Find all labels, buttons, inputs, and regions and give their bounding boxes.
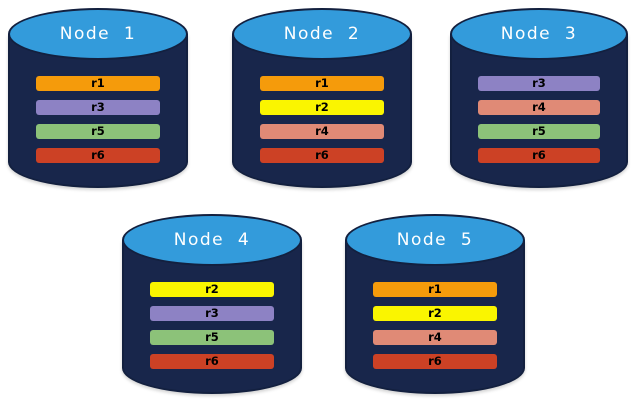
replica-bar-r4[interactable]: r4 (478, 100, 600, 115)
replica-list: r3 r4 r5 r6 (450, 76, 628, 163)
node-label: Node 2 (283, 24, 361, 44)
node-label: Node 4 (173, 230, 251, 250)
replica-bar-r2[interactable]: r2 (373, 306, 497, 321)
replica-bar-r6[interactable]: r6 (373, 354, 497, 369)
replica-list: r1 r3 r5 r6 (8, 76, 188, 163)
replica-bar-r1[interactable]: r1 (373, 282, 497, 297)
node-label: Node 1 (59, 24, 137, 44)
node-label: Node 3 (500, 24, 578, 44)
cylinder-top-ellipse (232, 8, 412, 60)
database-node-1[interactable]: Node 1 r1 r3 r5 r6 (8, 8, 188, 188)
cylinder-top-ellipse (450, 8, 628, 60)
replica-list: r1 r2 r4 r6 (345, 282, 525, 369)
replica-bar-r5[interactable]: r5 (478, 124, 600, 139)
replica-bar-r3[interactable]: r3 (150, 306, 274, 321)
replica-bar-r2[interactable]: r2 (260, 100, 384, 115)
cylinder-top-ellipse (345, 214, 525, 266)
replica-bar-r3[interactable]: r3 (36, 100, 160, 115)
replica-bar-r3[interactable]: r3 (478, 76, 600, 91)
replica-bar-r1[interactable]: r1 (260, 76, 384, 91)
cylinder-top-ellipse (122, 214, 302, 266)
replica-list: r2 r3 r5 r6 (122, 282, 302, 369)
replica-bar-r6[interactable]: r6 (36, 148, 160, 163)
replica-bar-r1[interactable]: r1 (36, 76, 160, 91)
database-node-2[interactable]: Node 2 r1 r2 r4 r6 (232, 8, 412, 188)
replica-bar-r2[interactable]: r2 (150, 282, 274, 297)
replica-list: r1 r2 r4 r6 (232, 76, 412, 163)
replica-bar-r5[interactable]: r5 (36, 124, 160, 139)
replica-bar-r4[interactable]: r4 (260, 124, 384, 139)
replica-bar-r6[interactable]: r6 (478, 148, 600, 163)
cylinder-top-ellipse (8, 8, 188, 60)
database-node-4[interactable]: Node 4 r2 r3 r5 r6 (122, 214, 302, 394)
replica-bar-r5[interactable]: r5 (150, 330, 274, 345)
replica-bar-r6[interactable]: r6 (260, 148, 384, 163)
database-node-3[interactable]: Node 3 r3 r4 r5 r6 (450, 8, 628, 188)
replica-bar-r4[interactable]: r4 (373, 330, 497, 345)
database-node-5[interactable]: Node 5 r1 r2 r4 r6 (345, 214, 525, 394)
node-label: Node 5 (396, 230, 474, 250)
replica-bar-r6[interactable]: r6 (150, 354, 274, 369)
